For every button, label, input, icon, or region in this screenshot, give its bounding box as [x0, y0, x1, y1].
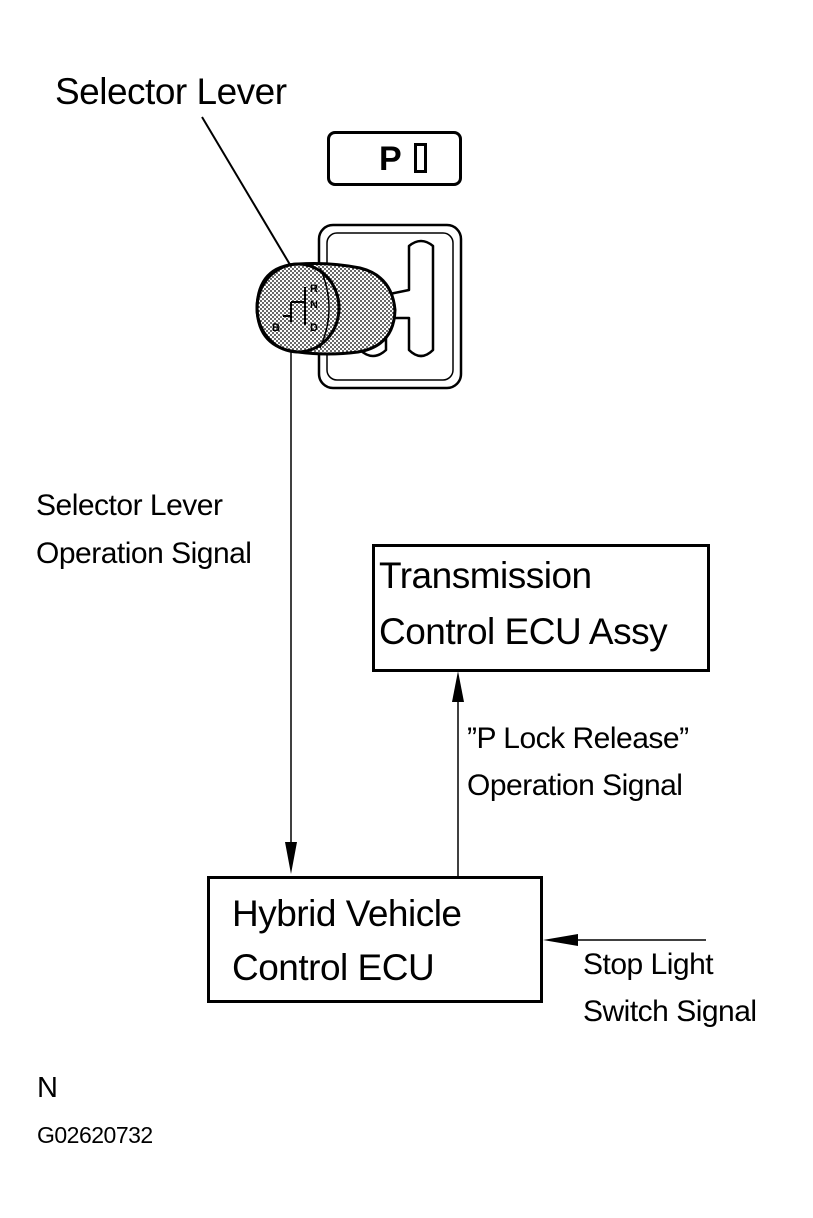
arrow-stoplight-to-hybrid	[543, 934, 706, 946]
shift-position-lamp-icon	[414, 143, 427, 173]
arrow-hybrid-to-transmission	[452, 671, 464, 877]
knob-letter-n: N	[310, 299, 318, 311]
selector-signal-label-line1: Selector Lever	[36, 489, 223, 522]
shift-position-letter: P	[379, 140, 402, 178]
p-lock-release-label-line2: Operation Signal	[467, 769, 683, 802]
hybrid-ecu-line1: Hybrid Vehicle	[232, 893, 462, 934]
transmission-ecu-line2: Control ECU Assy	[379, 611, 668, 652]
knob-letter-r: R	[310, 283, 318, 295]
hybrid-ecu-line2: Control ECU	[232, 947, 435, 988]
stop-light-label-line2: Switch Signal	[583, 995, 757, 1028]
corner-n-label: N	[37, 1072, 58, 1104]
transmission-ecu-line1: Transmission	[379, 555, 592, 596]
knob-letter-b: B	[272, 322, 280, 334]
hybrid-ecu-box: Hybrid Vehicle Control ECU	[207, 876, 543, 1003]
p-lock-release-label-line1: ”P Lock Release”	[467, 722, 689, 755]
selector-signal-label-line2: Operation Signal	[36, 537, 252, 570]
selector-lever-leader-line	[201, 116, 293, 269]
knob-letter-d: D	[310, 322, 318, 334]
selector-knob: R N D B	[255, 262, 397, 356]
figure-code-label: G02620732	[37, 1122, 153, 1148]
transmission-ecu-box: Transmission Control ECU Assy	[372, 544, 710, 672]
arrow-selector-to-hybrid	[285, 352, 297, 874]
stop-light-label-line1: Stop Light	[583, 948, 714, 981]
shift-position-indicator: P	[327, 131, 462, 186]
selector-lever-label: Selector Lever	[55, 71, 287, 112]
